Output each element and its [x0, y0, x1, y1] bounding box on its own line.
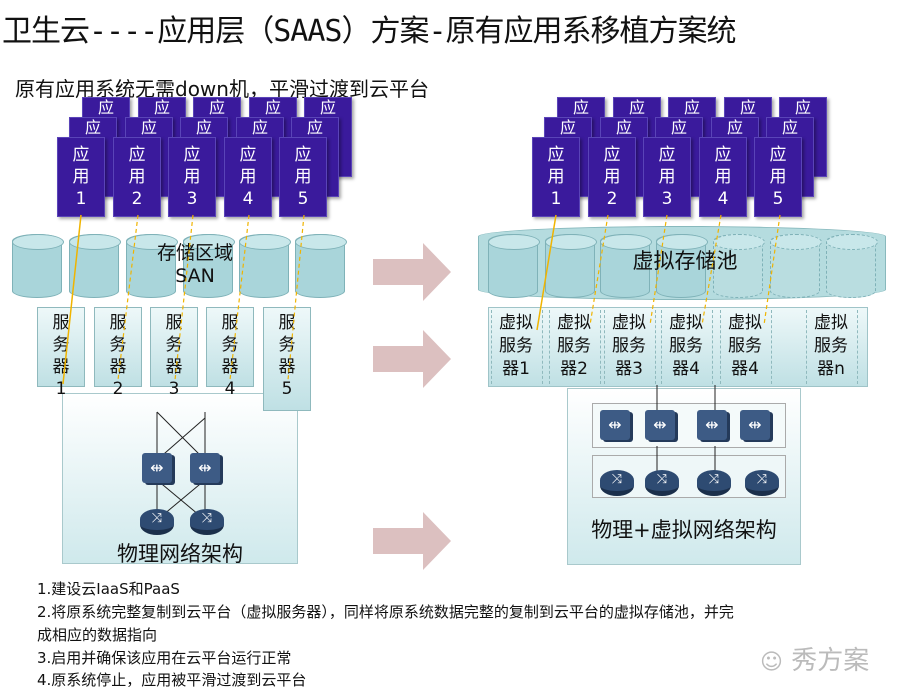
virtual-server: 虚拟服务器1 [491, 310, 543, 384]
app-card-back-label: 应 [615, 118, 632, 137]
app-card-back-label: 应 [306, 118, 323, 137]
app-card-back-label: 应 [264, 98, 281, 117]
app-card-back-label: 应 [794, 98, 811, 117]
network-label: 物理+虚拟网络架构 [591, 518, 777, 542]
app-card-label: 应用1 [72, 145, 90, 209]
app-card-back-label: 应 [140, 118, 157, 137]
step-1: 1.建设云IaaS和PaaS [37, 580, 180, 598]
step-2-cont: 成相应的数据指向 [37, 626, 158, 644]
app-card-label: 应用2 [128, 145, 146, 209]
switch-icon: ⇹ [740, 410, 770, 440]
storage-cylinder [183, 234, 235, 298]
server-box: 服务器4 [206, 307, 254, 399]
app-card-label: 应用5 [769, 145, 787, 209]
app-card-back-label: 应 [572, 98, 589, 117]
app-card: 应用3 [168, 137, 216, 217]
app-card-label: 应用5 [294, 145, 312, 209]
switch-icon: ⇹ [697, 410, 727, 440]
arrow-right-icon [373, 330, 451, 388]
router-icon: ⤨ [140, 509, 174, 535]
app-card: 应用5 [279, 137, 327, 217]
server-label: 服务器3 [165, 313, 183, 399]
server-box: 服务器1 [37, 307, 85, 399]
router-icon: ⤨ [745, 470, 779, 496]
app-card: 应用5 [754, 137, 802, 217]
app-card: 应用4 [699, 137, 747, 217]
network-label: 物理网络架构 [117, 542, 243, 566]
step-4: 4.原系统停止，应用被平滑过渡到云平台 [37, 671, 307, 689]
switch-icon: ⇹ [190, 453, 220, 483]
app-card-label: 应用3 [658, 145, 676, 209]
server-box: 服务器5 [263, 307, 311, 411]
app-card-back-label: 应 [781, 118, 798, 137]
app-card-back-label: 应 [628, 98, 645, 117]
app-card-label: 应用4 [239, 145, 257, 209]
app-card-back-label: 应 [97, 98, 114, 117]
page-title: 卫生云----应用层（SAAS）方案-原有应用系移植方案统 [2, 14, 737, 49]
watermark: ☺ 秀方案 [760, 646, 870, 676]
virtual-server: 虚拟服务器4 [720, 310, 772, 384]
app-card-back-label: 应 [319, 98, 336, 117]
virtual-server-label: 虚拟服务器2 [557, 313, 591, 379]
app-card-back-label: 应 [739, 98, 756, 117]
storage-label: 存储区域 SAN [156, 242, 233, 287]
app-card-back-label: 应 [683, 98, 700, 117]
app-card: 应用2 [113, 137, 161, 217]
virtual-server-label: 虚拟服务器3 [612, 313, 646, 379]
app-card-label: 应用2 [603, 145, 621, 209]
app-card-back-label: 应 [84, 118, 101, 137]
app-card-back-label: 应 [153, 98, 170, 117]
arrow-right-icon [373, 243, 451, 301]
server-label: 服务器5 [278, 313, 296, 399]
app-card-label: 应用3 [183, 145, 201, 209]
virtual-server-label: 虚拟服务器4 [728, 313, 762, 379]
server-box: 服务器3 [150, 307, 198, 399]
virtual-server: 虚拟服务器2 [549, 310, 601, 384]
server-label: 服务器2 [109, 313, 127, 399]
server-label: 服务器1 [52, 313, 70, 399]
app-card-back-label: 应 [195, 118, 212, 137]
step-2: 2.将原系统完整复制到云平台（虚拟服务器），同样将原系统数据完整的复制到云平台的… [37, 603, 734, 621]
storage-cylinder [488, 234, 540, 298]
router-icon: ⤨ [600, 470, 634, 496]
app-card-back-label: 应 [251, 118, 268, 137]
app-card: 应用1 [57, 137, 105, 217]
storage-cylinder [295, 234, 347, 298]
arrow-right-icon [373, 512, 451, 570]
storage-label: 虚拟存储池 [632, 249, 738, 273]
step-3: 3.启用并确保该应用在云平台运行正常 [37, 649, 292, 667]
switch-icon: ⇹ [645, 410, 675, 440]
app-card: 应用1 [532, 137, 580, 217]
storage-cylinder [12, 234, 64, 298]
virtual-server-label: 虚拟服务器1 [499, 313, 533, 379]
virtual-server: 虚拟服务器3 [604, 310, 656, 384]
app-card-back-label: 应 [670, 118, 687, 137]
virtual-server: 虚拟服务器n [806, 310, 858, 384]
server-label: 服务器4 [221, 313, 239, 399]
switch-icon: ⇹ [600, 410, 630, 440]
storage-cylinder [69, 234, 121, 298]
server-box: 服务器2 [94, 307, 142, 399]
virtual-server-label: 虚拟服务器4 [669, 313, 703, 379]
app-card-back-label: 应 [208, 98, 225, 117]
virtual-server-label: 虚拟服务器n [814, 313, 848, 379]
app-card: 应用3 [643, 137, 691, 217]
switch-icon: ⇹ [142, 453, 172, 483]
router-icon: ⤨ [190, 509, 224, 535]
app-card-back-label: 应 [559, 118, 576, 137]
app-card-label: 应用4 [714, 145, 732, 209]
app-card: 应用2 [588, 137, 636, 217]
router-icon: ⤨ [645, 470, 679, 496]
router-icon: ⤨ [697, 470, 731, 496]
app-card-back-label: 应 [726, 118, 743, 137]
app-card-label: 应用1 [547, 145, 565, 209]
virtual-server: 虚拟服务器4 [661, 310, 713, 384]
app-card: 应用4 [224, 137, 272, 217]
wechat-icon: ☺ [760, 650, 783, 675]
virtual-storage-cylinder [826, 234, 878, 298]
